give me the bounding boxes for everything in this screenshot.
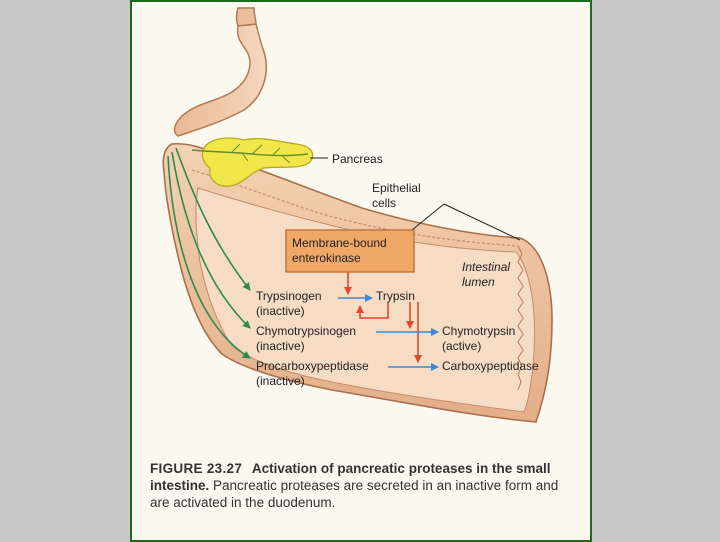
figure-body: Pancreatic proteases are secreted in an … bbox=[150, 478, 559, 510]
figure-title: Activation of pancreatic proteases in th… bbox=[150, 461, 551, 493]
label-trypsin: Trypsin bbox=[376, 289, 415, 303]
arrow-trypsin-autocatalysis bbox=[356, 302, 389, 319]
epithelial-leader-b bbox=[443, 203, 521, 241]
label-epithelial-2: cells bbox=[372, 196, 396, 210]
esophagus bbox=[235, 7, 257, 27]
label-procarboxypeptidase-state: (inactive) bbox=[256, 374, 305, 388]
label-chymotrypsin: Chymotrypsin bbox=[442, 324, 515, 338]
label-trypsinogen-state: (inactive) bbox=[256, 304, 305, 318]
enterokinase-box bbox=[285, 229, 415, 273]
pancreas-organ bbox=[201, 137, 314, 187]
label-carboxypeptidase: Carboxypeptidase bbox=[442, 359, 539, 373]
label-procarboxypeptidase: Procarboxypeptidase bbox=[256, 359, 369, 373]
epithelial-lining bbox=[191, 169, 519, 247]
epithelial-leader-a bbox=[411, 203, 445, 231]
label-chymotrypsinogen-state: (inactive) bbox=[256, 339, 305, 353]
figure-caption: FIGURE 23.27 Activation of pancreatic pr… bbox=[150, 460, 580, 511]
label-chymotrypsinogen: Chymotrypsinogen bbox=[256, 324, 356, 338]
label-enterokinase-1: Membrane-bound bbox=[292, 236, 387, 250]
figure-number: FIGURE 23.27 bbox=[150, 461, 243, 476]
label-epithelial-1: Epithelial bbox=[372, 181, 421, 195]
duct-arrow-trypsinogen bbox=[175, 147, 251, 291]
label-trypsinogen: Trypsinogen bbox=[256, 289, 322, 303]
duct-arrow-procarboxypeptidase bbox=[167, 155, 251, 359]
label-enterokinase-2: enterokinase bbox=[292, 251, 361, 265]
label-chymotrypsin-state: (active) bbox=[442, 339, 481, 353]
slide-frame: Pancreas Epithelial cells Membrane-bound… bbox=[130, 0, 592, 542]
stomach bbox=[173, 23, 267, 137]
label-pancreas: Pancreas bbox=[332, 152, 383, 166]
protease-activation-diagram: Pancreas Epithelial cells Membrane-bound… bbox=[162, 7, 553, 423]
villi-fringe bbox=[517, 245, 524, 391]
duct-branches bbox=[231, 143, 291, 164]
label-lumen-2: lumen bbox=[462, 275, 495, 289]
duct-arrow-chymotrypsinogen bbox=[171, 151, 251, 329]
label-lumen-1: Intestinal bbox=[462, 260, 510, 274]
